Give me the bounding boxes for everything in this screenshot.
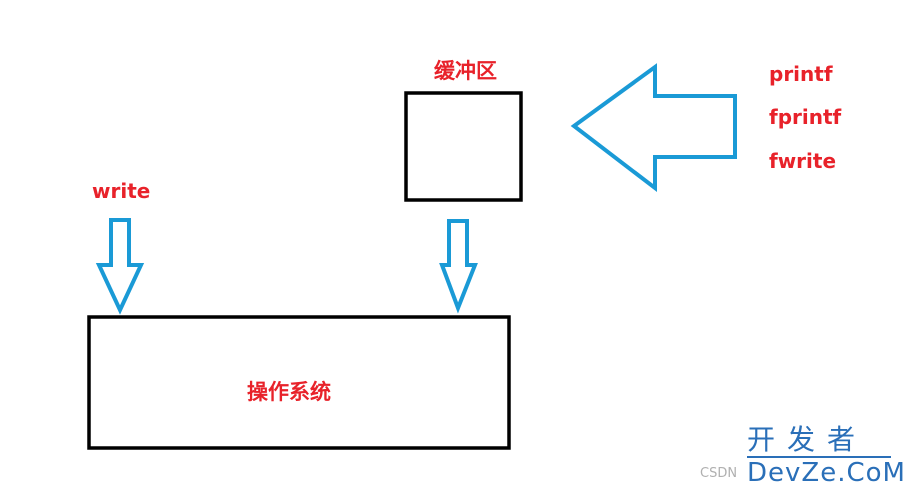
buffer-label: 缓冲区 [434, 59, 497, 83]
os-box [87, 315, 511, 450]
csdn-credit: CSDN [700, 466, 738, 481]
down-arrow-icon-write [95, 218, 145, 315]
watermark-divider [747, 456, 891, 458]
watermark-chinese: 开发者 [747, 423, 868, 456]
printf-label: printf [769, 62, 833, 86]
site-watermark: 开发者 DevZe.CoM [747, 423, 904, 488]
left-arrow-icon [570, 63, 737, 193]
fwrite-label: fwrite [769, 149, 837, 173]
fprintf-label: fprintf [769, 105, 842, 129]
os-label: 操作系统 [247, 380, 331, 404]
down-arrow-icon-buffer [439, 219, 478, 314]
buffer-box [404, 91, 523, 202]
write-label: write [92, 179, 151, 203]
watermark-english: DevZe.CoM [747, 458, 904, 488]
